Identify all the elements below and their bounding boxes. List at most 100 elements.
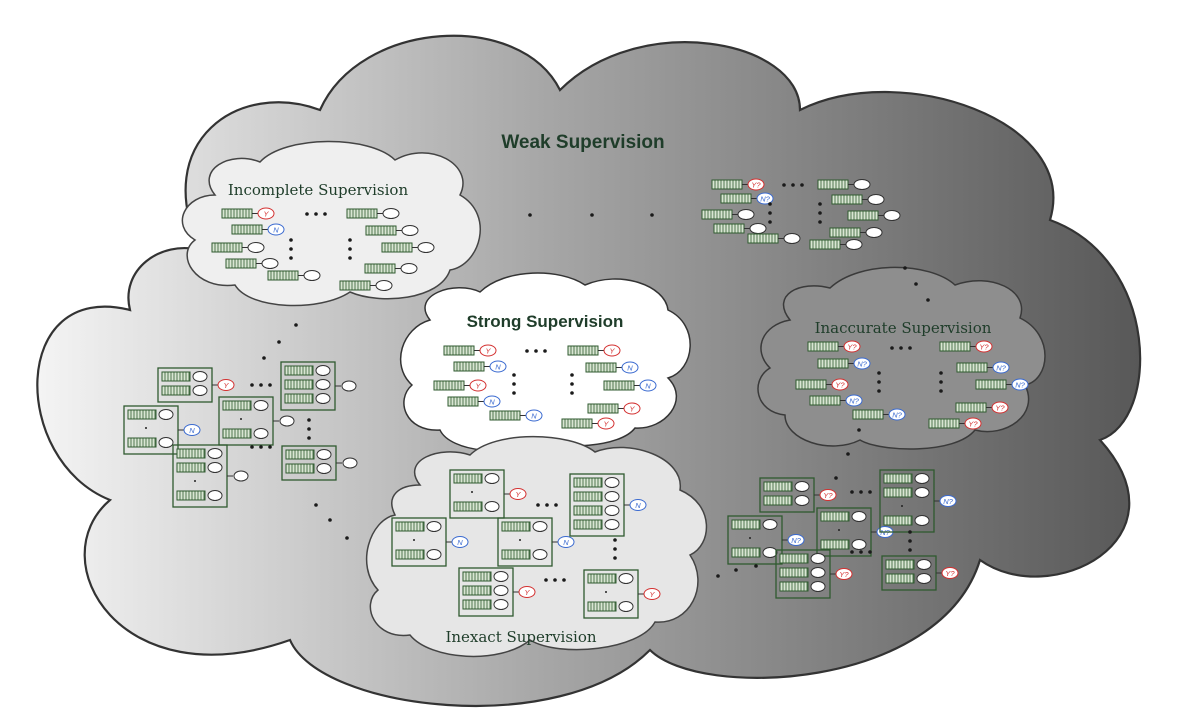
label-slot	[794, 481, 810, 492]
label-tag	[597, 417, 615, 430]
feature-vector	[222, 428, 252, 439]
ellipsis-dot	[512, 391, 516, 395]
ellipsis-dot	[268, 445, 272, 449]
ellipsis-dot	[754, 564, 758, 568]
feature-vector	[161, 385, 191, 396]
feature-vector	[501, 549, 531, 560]
ellipsis-dot	[289, 238, 293, 242]
ellipsis-dot	[877, 380, 881, 384]
label-slot	[316, 449, 332, 460]
label-slot	[207, 462, 223, 473]
labeled-instance: N?	[809, 394, 863, 407]
ellipsis-dot	[939, 380, 943, 384]
label-tag	[267, 223, 285, 236]
feature-vector	[573, 505, 603, 516]
label-text: Y?	[968, 420, 978, 429]
ellipsis-dot	[268, 383, 272, 387]
label-text: Y	[485, 347, 491, 356]
label-tag	[1011, 378, 1029, 391]
feature-vector	[176, 462, 206, 473]
multi-instance-bag	[172, 444, 249, 508]
cloud-strong: Strong Supervision	[400, 272, 691, 452]
labeled-instance	[381, 242, 435, 253]
labeled-instance: Y	[561, 417, 615, 430]
ellipsis-dot	[544, 578, 548, 582]
label-slot	[484, 501, 500, 512]
ellipsis-dot	[768, 202, 772, 206]
label-tag	[975, 340, 993, 353]
labeled-instance: N	[453, 360, 507, 373]
label-slot	[493, 585, 509, 596]
multi-instance-bag: N	[569, 473, 647, 537]
feature-vector	[284, 379, 314, 390]
ellipsis-dot	[908, 548, 912, 552]
feature-vector	[587, 601, 617, 612]
label-tag	[787, 534, 805, 546]
label-slot	[604, 491, 620, 502]
label-text: N	[563, 538, 569, 547]
label-text: Y?	[751, 181, 761, 190]
feature-vector	[453, 473, 483, 484]
feature-vector	[395, 549, 425, 560]
feature-vector	[763, 481, 793, 492]
feature-vector	[883, 515, 913, 526]
ellipsis-dot	[314, 212, 318, 216]
multi-instance-bag: N?	[727, 515, 805, 565]
labeled-instance: Y	[221, 207, 275, 220]
label-slot	[604, 519, 620, 530]
label-slot	[341, 380, 357, 392]
label-tag	[217, 379, 235, 391]
label-tag	[629, 499, 647, 511]
ellipsis-dot	[926, 298, 930, 302]
feature-vector	[501, 521, 531, 532]
label-slot	[253, 428, 269, 439]
label-slot	[158, 409, 174, 420]
label-slot	[484, 473, 500, 484]
labeled-instance: N	[231, 223, 285, 236]
label-tag	[257, 207, 275, 220]
labeled-instance: N	[447, 395, 501, 408]
label-text: N?	[849, 397, 859, 406]
labeled-instance	[831, 194, 885, 205]
label-slot	[810, 567, 826, 578]
ellipsis-dot	[305, 212, 309, 216]
label-text: Y	[609, 347, 615, 356]
label-text: Y?	[979, 343, 989, 352]
label-tag	[623, 402, 641, 415]
label-text: N?	[1015, 381, 1025, 390]
label-tag	[939, 495, 957, 507]
ellipsis-dot	[570, 391, 574, 395]
label-slot	[618, 601, 634, 612]
labeled-instance	[701, 209, 755, 220]
labeled-instance: Y	[587, 402, 641, 415]
multi-instance-bag: Y	[583, 569, 661, 619]
feature-vector	[731, 519, 761, 530]
label-slot	[342, 457, 358, 469]
multi-instance-bag: Y?	[759, 477, 837, 513]
label-slot	[867, 194, 885, 205]
feature-vector	[176, 490, 206, 501]
ellipsis-dot	[734, 568, 738, 572]
ellipsis-dot	[857, 428, 861, 432]
ellipsis-dot	[877, 389, 881, 393]
feature-vector	[127, 437, 157, 448]
ellipsis-dot	[534, 349, 538, 353]
multi-instance-bag: Y	[449, 469, 527, 519]
label-slot	[851, 511, 867, 522]
multi-instance-bag	[280, 361, 357, 411]
multi-instance-bag: Y?	[775, 549, 853, 599]
labeled-instance: Y?	[711, 178, 765, 191]
feature-vector	[731, 547, 761, 558]
label-slot	[865, 227, 883, 238]
ellipsis-dot	[716, 574, 720, 578]
feature-vector	[462, 585, 492, 596]
ellipsis-dot	[877, 371, 881, 375]
label-tag	[831, 378, 849, 391]
incomplete-title: Incomplete Supervision	[228, 181, 409, 199]
multi-instance-bag	[281, 445, 358, 481]
label-text: N	[635, 501, 641, 510]
feature-vector	[573, 477, 603, 488]
label-text: Y	[524, 588, 530, 597]
ellipsis-dot	[859, 550, 863, 554]
